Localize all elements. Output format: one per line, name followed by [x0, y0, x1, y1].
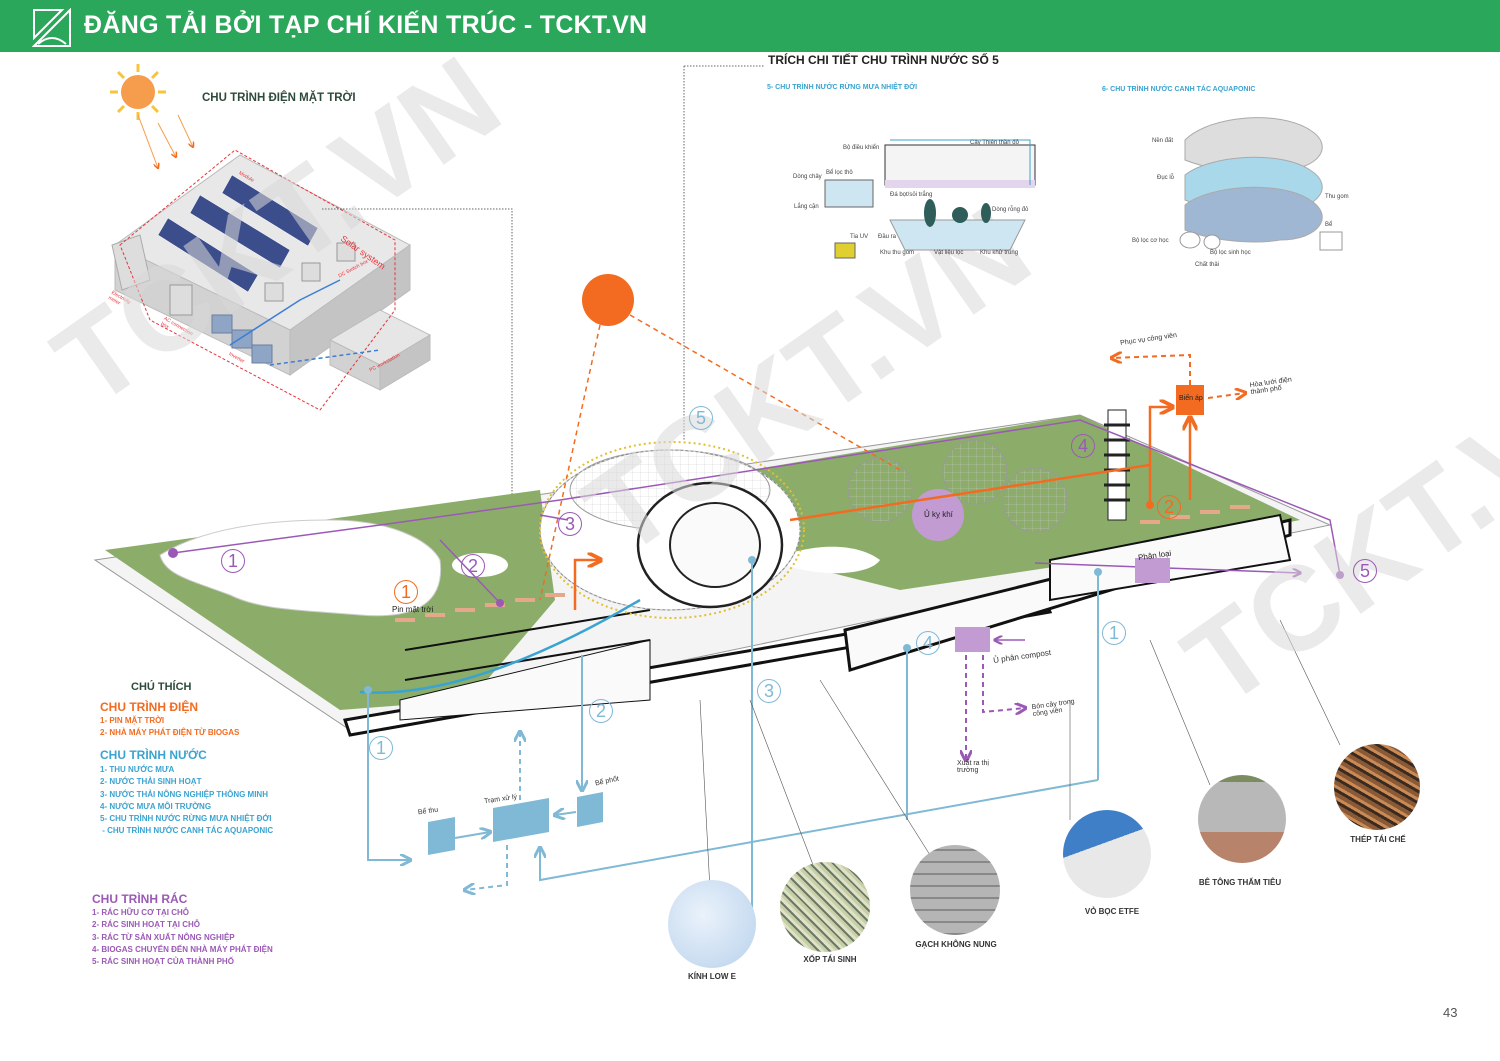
waste-marker-4: 4 — [1071, 434, 1095, 458]
rf-label: Đá bọt/sỏi trắng — [890, 192, 933, 198]
rf-label: Dòng chảy — [793, 174, 822, 180]
aq-label: Bộ lọc sinh học — [1210, 250, 1251, 256]
detail-title: TRÍCH CHI TIẾT CHU TRÌNH NƯỚC SỐ 5 — [768, 53, 999, 67]
legend-item: 1- PIN MẶT TRỜI — [100, 716, 165, 725]
legend-item: 5- CHU TRÌNH NƯỚC RỪNG MƯA NHIỆT ĐỚI — [100, 814, 272, 824]
tckt-logo-icon — [32, 8, 71, 47]
legend-waste-title: CHU TRÌNH RÁC — [92, 892, 188, 906]
compost-box — [955, 627, 990, 652]
water-marker-2: 2 — [589, 699, 613, 723]
legend-item: 1- RÁC HỮU CƠ TẠI CHỖ — [92, 908, 190, 917]
waste-marker-5: 5 — [1353, 559, 1377, 583]
aq-label: Chất thải — [1195, 262, 1220, 268]
rf-label: Bể lọc thô — [826, 170, 853, 176]
sun-rays — [137, 114, 193, 168]
legend-item: 2- NƯỚC THẢI SINH HOẠT — [100, 777, 202, 787]
material-label: VỎ BỌC ETFE — [1084, 907, 1140, 916]
export-label: Xuất ra thị trường — [957, 760, 989, 774]
brick-icon — [910, 845, 1000, 935]
legend-item: 2- RÁC SINH HOẠT TẠI CHỖ — [92, 920, 200, 930]
water-marker-3: 3 — [757, 679, 781, 703]
treatment-box — [493, 798, 549, 842]
rainforest-diagram — [824, 139, 1036, 259]
sun-icon — [110, 64, 166, 120]
aq-label: Nền đất — [1152, 138, 1174, 144]
waste-marker-3: 3 — [558, 512, 582, 536]
legend-electric-list: 1- PIN MẶT TRỜI 2- NHÀ MÁY PHÁT ĐIỆN TỪ … — [100, 715, 239, 740]
rf-label: Dòng rỗng đỏ — [992, 207, 1029, 213]
legend-water-title: CHU TRÌNH NƯỚC — [100, 748, 207, 762]
legend-item: 4- NƯỚC MƯA MÔI TRƯỜNG — [100, 801, 212, 811]
water-marker-5: 5 — [689, 406, 713, 430]
steel-icon — [1334, 744, 1420, 830]
page-number: 43 — [1443, 1005, 1458, 1020]
transformer-label: Biến áp — [1179, 395, 1203, 402]
header-banner: ĐĂNG TẢI BỞI TẠP CHÍ KIẾN TRÚC - TCKT.VN — [0, 0, 1500, 52]
rf-label: Lắng cặn — [794, 204, 819, 210]
septic-box — [577, 792, 603, 827]
legend-electric-title: CHU TRÌNH ĐIỆN — [100, 700, 198, 714]
aquaponic-diagram — [1179, 117, 1343, 251]
glass-icon — [668, 880, 756, 968]
banner-title: ĐĂNG TẢI BỞI TẠP CHÍ KIẾN TRÚC - TCKT.VN — [84, 11, 648, 39]
collect-tank-box — [428, 817, 455, 855]
legend-item: 5- RÁC SINH HOẠT CỦA THÀNH PHỐ — [92, 957, 234, 967]
water-marker-1b: 1 — [1102, 621, 1126, 645]
aq-label: Đục lỗ — [1157, 175, 1175, 181]
aq-label: Thu gom — [1325, 194, 1349, 200]
legend-waste-list: 1- RÁC HỮU CƠ TẠI CHỖ 2- RÁC SINH HOẠT T… — [92, 907, 273, 968]
rf-label: Đầu ra — [878, 234, 897, 240]
material-label: KÍNH LOW E — [688, 972, 736, 981]
rf-label: Bộ điều khiển — [843, 145, 880, 151]
waste-marker-1: 1 — [221, 549, 245, 573]
rf-label: Khu thu gom — [880, 250, 915, 256]
electric-marker-2: 2 — [1157, 495, 1181, 519]
material-label: XỐP TÁI SINH — [803, 955, 857, 964]
rf-label: Khu khử trùng — [980, 250, 1019, 256]
legend-water-list: 1- THU NƯỚC MƯA 2- NƯỚC THẢI SINH HOẠT 3… — [100, 764, 273, 838]
legend-item: 1- THU NƯỚC MƯA — [100, 765, 175, 774]
manure-box — [1135, 558, 1170, 583]
aq-label: Bể — [1325, 222, 1333, 228]
transformer-box — [1176, 385, 1204, 415]
biogas-tanks — [847, 439, 1068, 541]
legend-item: 4- BIOGAS CHUYỂN ĐẾN NHÀ MÁY PHÁT ĐIỆN — [92, 944, 273, 954]
electric-marker-1: 1 — [394, 580, 418, 604]
material-label: BÊ TÔNG THẤM TIÊU — [1198, 878, 1282, 887]
concrete-icon — [1198, 775, 1286, 863]
dome-building — [539, 441, 805, 619]
rf-label: Tia UV — [850, 234, 869, 240]
water-marker-4: 4 — [916, 631, 940, 655]
water-marker-1: 1 — [369, 736, 393, 760]
biogas-label: Ủ kỵ khí — [924, 510, 953, 519]
roof-solar-panels — [395, 505, 1250, 622]
rainforest-title: 5- CHU TRÌNH NƯỚC RỪNG MƯA NHIỆT ĐỚI — [767, 84, 918, 91]
waste-marker-2: 2 — [461, 554, 485, 578]
solar-building-illustration — [111, 149, 432, 411]
sun-marker-icon — [582, 274, 634, 326]
rf-label: Cây Thiên thần đỏ — [970, 140, 1019, 146]
etfe-icon — [1063, 810, 1151, 898]
aq-label: Bộ lọc cơ học — [1132, 238, 1169, 244]
aquaponic-title: 6- CHU TRÌNH NƯỚC CANH TÁC AQUAPONIC — [1102, 86, 1256, 93]
material-label: GẠCH KHÔNG NUNG — [915, 940, 997, 949]
legend-item: - CHU TRÌNH NƯỚC CANH TÁC AQUAPONIC — [100, 826, 274, 836]
legend-item: 3- NƯỚC THẢI NÔNG NGHIỆP THÔNG MINH — [100, 789, 268, 799]
legend-item: 2- NHÀ MÁY PHÁT ĐIỆN TỪ BIOGAS — [100, 728, 240, 738]
biogas-tower — [1104, 409, 1130, 521]
legend-title: CHÚ THÍCH — [131, 681, 192, 693]
foam-icon — [780, 862, 870, 952]
solar-cycle-title: CHU TRÌNH ĐIỆN MẶT TRỜI — [202, 92, 356, 104]
rf-label: Vật liệu lọc — [934, 250, 964, 256]
legend-item: 3- RÁC TỪ SẢN XUẤT NÔNG NGHIỆP — [92, 932, 235, 942]
solar-panel-label: Pin mặt trời — [392, 605, 434, 614]
material-label: THÉP TÁI CHẾ — [1350, 835, 1406, 844]
